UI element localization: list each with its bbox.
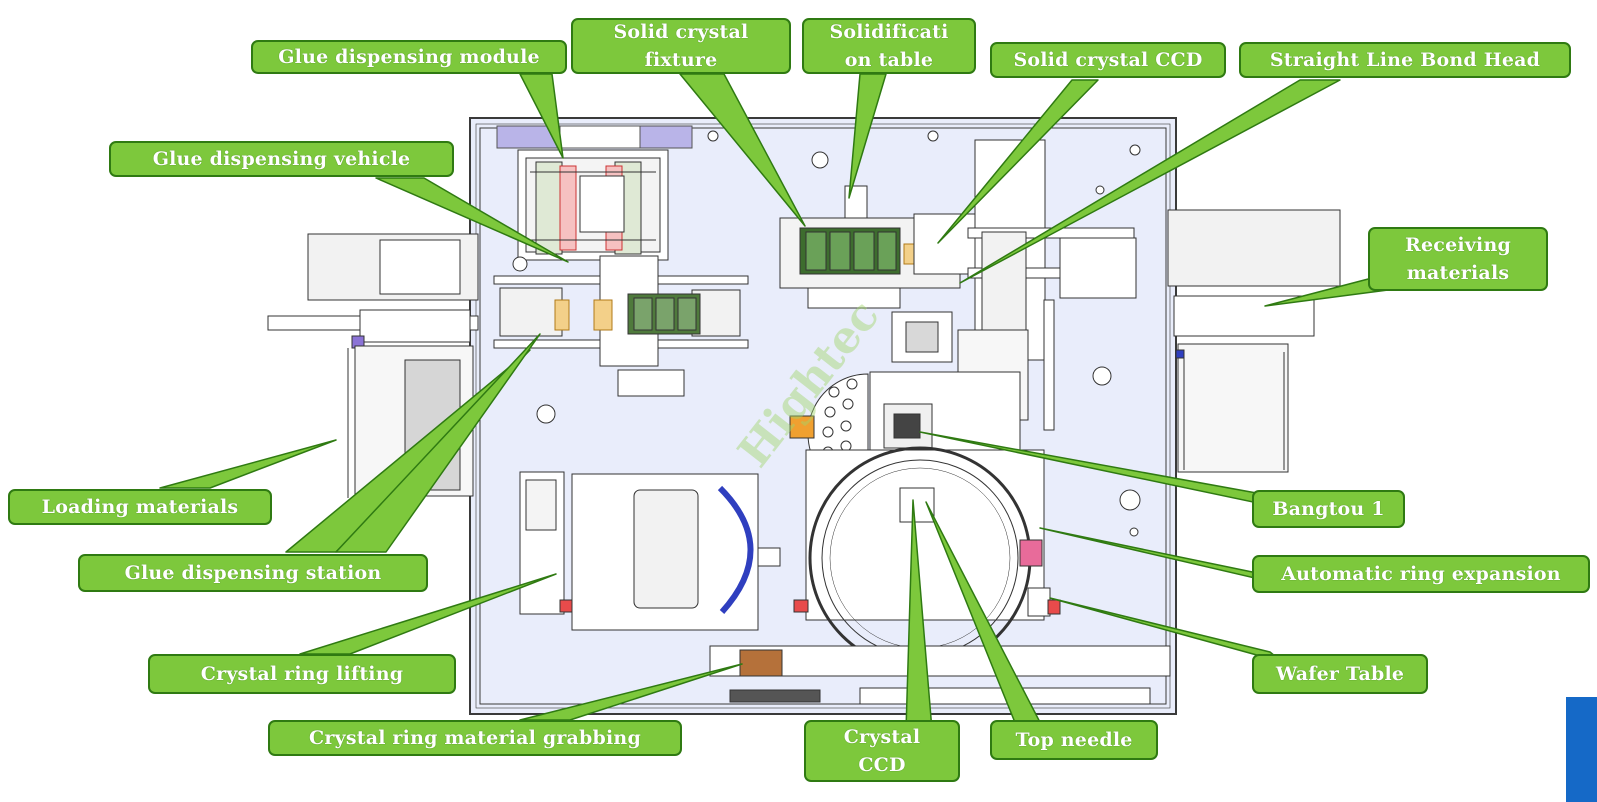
callout-glue-dispensing-vehicle: Glue dispensing vehicle [109,141,454,177]
callout-leaders [159,73,1389,731]
callout-glue-dispensing-module: Glue dispensing module [251,40,567,74]
crystal-ring-lifting-drawing [519,471,781,631]
callout-solid-crystal-ccd: Solid crystal CCD [990,42,1226,78]
callout-bangtou-1: Bangtou 1 [1252,490,1405,528]
callout-loading-materials: Loading materials [8,489,272,525]
callout-automatic-ring-expansion: Automatic ring expansion [1252,555,1590,593]
callout-glue-dispensing-station: Glue dispensing station [78,554,428,592]
callout-solid-crystal-fixture: Solid crystal fixture [571,18,791,74]
callout-crystal-ring-material-grabbing: Crystal ring material grabbing [268,720,682,756]
callout-receiving-materials: Receiving materials [1368,227,1548,291]
callout-solidification-table: Solidificati on table [802,18,976,74]
dispensing-rail [493,255,749,397]
top-strip [496,125,693,149]
side-accent-tab [1566,697,1597,802]
callout-wafer-table: Wafer Table [1252,654,1428,694]
receiving-module-drawing [1167,209,1341,473]
callout-crystal-ring-lifting: Crystal ring lifting [148,654,456,694]
board-holes [512,130,1141,537]
callout-crystal-ccd: Crystal CCD [804,720,960,782]
callout-top-needle: Top needle [990,720,1158,760]
grabber-rail-drawing [709,645,1171,705]
callout-straight-line-bond-head: Straight Line Bond Head [1239,42,1571,78]
glue-dispensing-module-drawing [517,149,669,261]
